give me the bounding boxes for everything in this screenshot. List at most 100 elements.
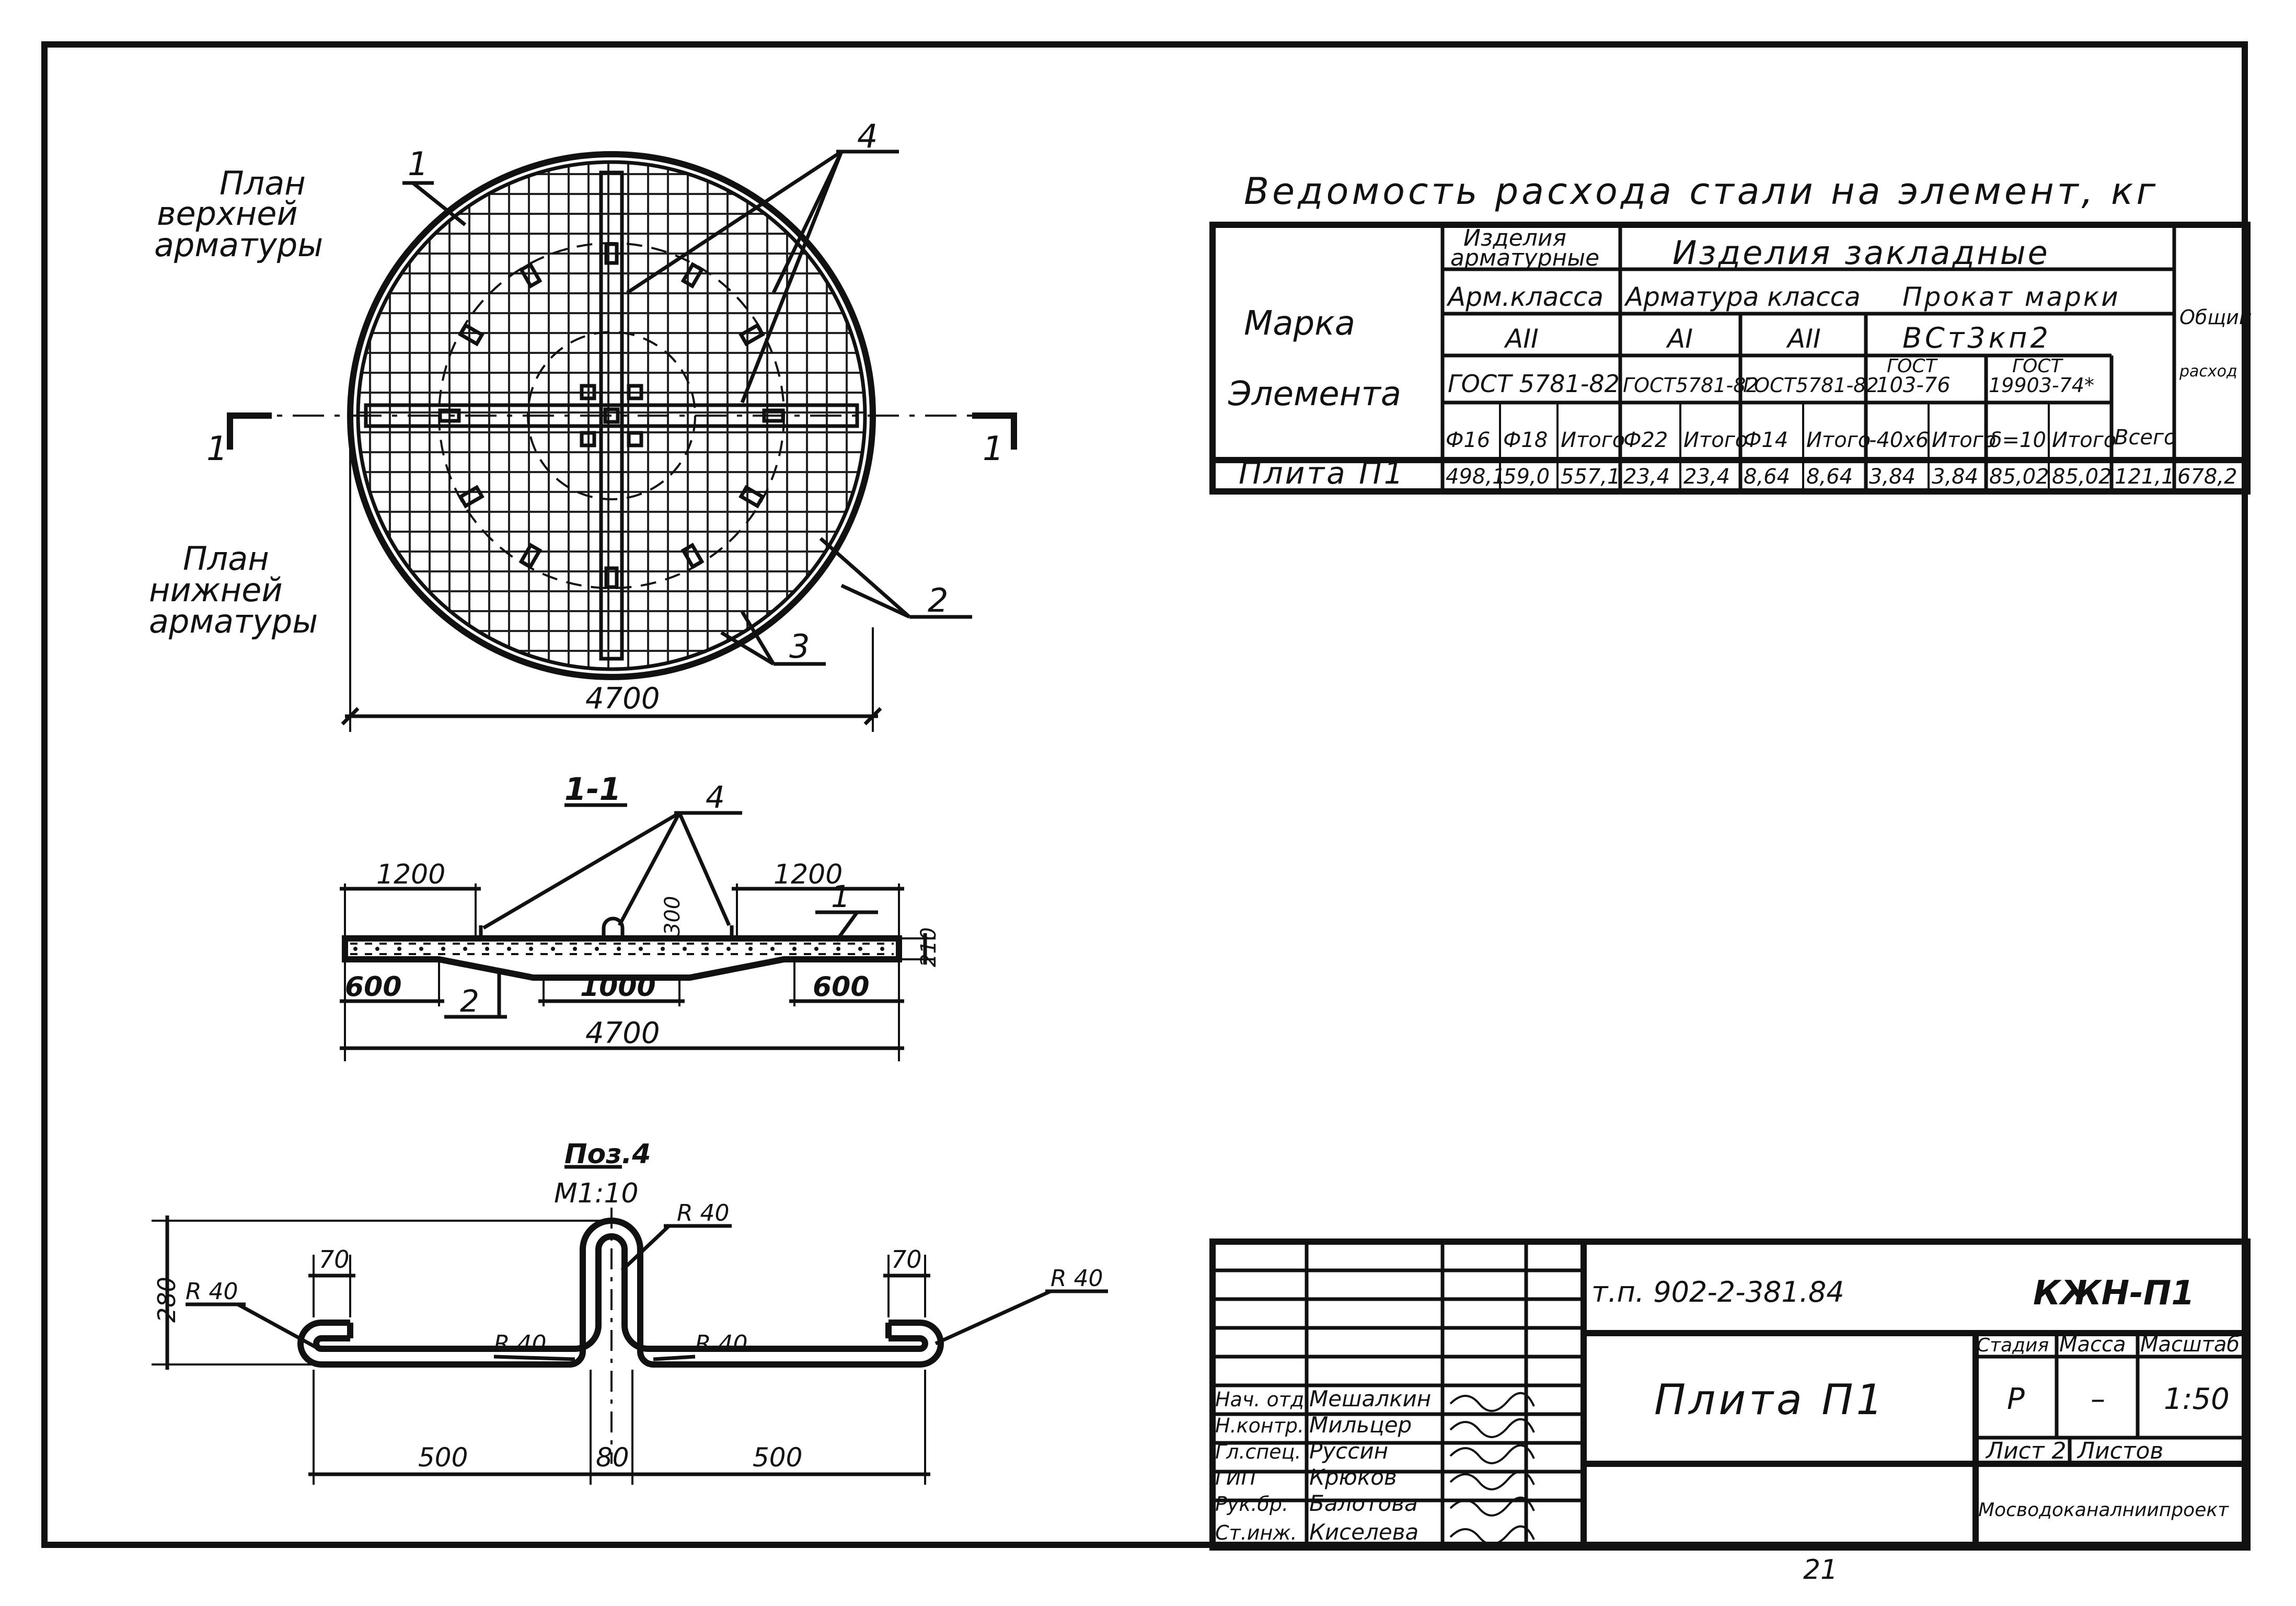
section-dim-right-bottom: 600	[813, 971, 870, 1003]
row-value: 121,1	[2115, 465, 2175, 489]
plan-diameter-dim: 4700	[585, 682, 660, 716]
sheets-total: Листов	[2076, 1438, 2163, 1464]
staff-name: Руссин	[1309, 1438, 1388, 1464]
center-embedded-plate	[627, 384, 643, 400]
detail-dim-center: 80	[596, 1442, 629, 1473]
row-value: 23,4	[1683, 465, 1730, 489]
row-value: 3,84	[1869, 465, 1916, 489]
staff-role: Рук.бр.	[1215, 1493, 1288, 1516]
detail-poz-4: Поз.4 М1:10 R 40 R 40 R 40 R 40 R 40 70 …	[152, 1139, 1108, 1485]
steel-vst: ВСт3кп2	[1902, 322, 2051, 354]
section-rebar	[350, 943, 894, 955]
detail-radius-mid-left: R 40	[494, 1330, 547, 1357]
section-dim-total: 4700	[585, 1016, 660, 1050]
sub-header: Ф22	[1623, 428, 1668, 452]
gost-3: ГОСТ5781-82	[1743, 374, 1879, 397]
sub-header: Итого	[1806, 428, 1871, 452]
embedded-plate	[680, 543, 705, 569]
staff-name: Мешалкин	[1309, 1386, 1431, 1412]
section-dim-center: 1000	[580, 971, 656, 1003]
col-mark-2: Элемента	[1228, 375, 1401, 414]
detail-rebar-inner	[313, 1233, 928, 1352]
gost-2: ГОСТ5781-82	[1623, 374, 1759, 397]
center-embedded-plate	[603, 407, 620, 424]
title-block: Нач. отд.МешалкинН.контр.МильцерГл.спец.…	[1209, 1238, 2251, 1551]
section-mark-right: 1	[983, 430, 1004, 468]
embedded-plate	[604, 566, 619, 589]
sub-header: δ=10	[1989, 428, 2046, 452]
embedded-plate	[739, 485, 765, 509]
detail-radius-top: R 40	[677, 1200, 730, 1226]
massa-value: –	[2091, 1382, 2105, 1416]
detail-dim-right-hook: 70	[891, 1245, 922, 1274]
signature	[1449, 1392, 1535, 1412]
gost-5-b: 19903-74*	[1989, 374, 2094, 397]
row-value: 3,84	[1932, 465, 1978, 489]
sub-header: Итого	[1683, 428, 1748, 452]
section-slab	[342, 935, 902, 981]
stadia-header: Стадия	[1977, 1335, 2049, 1356]
page-number: 21	[1803, 1554, 1838, 1586]
detail-dim-right: 500	[753, 1442, 802, 1473]
row-value: 557,1	[1561, 465, 1621, 489]
group-zaklad: Изделия закладные	[1672, 234, 2050, 272]
row-value: 8,64	[1806, 465, 1853, 489]
section-title: 1-1	[564, 771, 621, 808]
embedded-plate	[438, 408, 461, 423]
vsego: Всего	[2114, 426, 2177, 450]
obshchiy-2: расход	[2179, 362, 2237, 381]
class-a2: АII	[1786, 324, 1821, 354]
detail-radius-right: R 40	[1051, 1265, 1103, 1292]
staff-name: Мильцер	[1309, 1412, 1412, 1438]
section-1-1: 1-1 4 1 2 1200 1200 210	[340, 771, 941, 1061]
armatura-klassa: Арматура класса	[1624, 282, 1861, 312]
embedded-plate	[604, 242, 619, 265]
prokat: Прокат марки	[1902, 282, 2120, 312]
arm-class-val: АII	[1504, 324, 1539, 354]
detail-dim-left-hook: 70	[319, 1245, 350, 1274]
top-plan-label-1: План	[220, 164, 306, 202]
drawing-code: КЖН-П1	[2033, 1274, 2195, 1313]
section-callout-2: 2	[460, 983, 479, 1019]
steel-consumption-table: Ведомость расхода стали на элемент, кг М…	[1209, 170, 2252, 495]
class-a1: АI	[1666, 324, 1693, 354]
detail-title: Поз.4	[564, 1139, 651, 1170]
detail-dim-height: 280	[153, 1277, 181, 1323]
section-dim-left-top: 1200	[376, 859, 445, 890]
row-value: 678,2	[2177, 465, 2237, 489]
massa-header: Масса	[2059, 1333, 2126, 1357]
sub-header: Ф14	[1744, 428, 1788, 452]
staff-name: Крюков	[1309, 1464, 1397, 1490]
section-mark-left: 1	[206, 430, 228, 468]
callout-3: 3	[789, 627, 810, 666]
masshtab-header: Масштаб	[2140, 1333, 2240, 1357]
signature	[1449, 1444, 1535, 1464]
plan-view: План верхней арматуры План нижней армату…	[149, 117, 1017, 732]
signature	[1449, 1470, 1535, 1490]
section-dim-right-top: 1200	[774, 859, 843, 890]
bottom-plan-label-1: План	[183, 540, 269, 578]
top-plan-label-2: верхней	[157, 194, 298, 233]
row-value: 8,64	[1744, 465, 1790, 489]
table-title: Ведомость расхода стали на элемент, кг	[1244, 170, 2159, 213]
section-dim-height: 210	[917, 927, 941, 967]
drawing-name: Плита П1	[1654, 1375, 1886, 1424]
group-armatura-1: Изделия	[1463, 225, 1566, 251]
embedded-plate	[458, 323, 484, 347]
sheet-number: Лист 2	[1985, 1438, 2066, 1464]
staff-name: Киселева	[1309, 1519, 1418, 1545]
gost-4-a: ГОСТ	[1887, 355, 1939, 377]
stadia-value: Р	[2007, 1382, 2025, 1416]
callout-1: 1	[408, 145, 428, 183]
detail-dim-left: 500	[418, 1442, 468, 1473]
staff-role: ГИП	[1215, 1466, 1256, 1489]
embedded-plate	[739, 323, 765, 347]
sheet-frame	[41, 41, 2248, 1548]
group-armatura-2: арматурные	[1450, 245, 1599, 271]
row-label: Плита П1	[1239, 455, 1405, 491]
staff-role: Н.контр.	[1215, 1414, 1304, 1437]
staff-name: Балотова	[1309, 1490, 1418, 1516]
